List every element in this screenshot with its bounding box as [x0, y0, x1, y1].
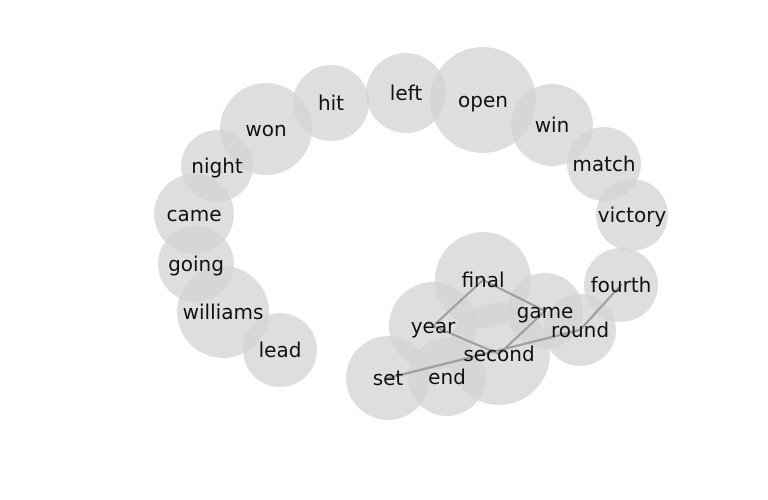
edges-layer: [386, 278, 623, 380]
word-label-win: win: [535, 113, 570, 137]
bubble-williams: [177, 266, 269, 358]
word-label-round: round: [551, 318, 609, 342]
word-label-open: open: [458, 88, 508, 112]
word-label-lead: lead: [259, 338, 302, 362]
bubble-lead: [243, 313, 317, 387]
word-label-going: going: [168, 252, 224, 276]
word-label-came: came: [166, 202, 221, 226]
word-label-hit: hit: [318, 91, 344, 115]
word-label-year: year: [411, 314, 456, 338]
word-label-game: game: [517, 299, 574, 323]
word-label-match: match: [572, 152, 635, 176]
edge-set-round: [386, 328, 582, 380]
word-label-left: left: [390, 81, 423, 105]
edge-final-game: [481, 278, 547, 313]
word-label-end: end: [428, 365, 466, 389]
word-label-williams: williams: [183, 300, 264, 324]
word-label-fourth: fourth: [591, 273, 652, 297]
word-label-night: night: [191, 154, 243, 178]
edge-year-second: [431, 324, 501, 356]
bubble-left: [366, 53, 446, 133]
word-label-victory: victory: [598, 203, 667, 227]
edge-round-fourth: [578, 283, 623, 332]
bubble-open: [430, 47, 536, 153]
word-label-final: final: [461, 268, 504, 292]
word-label-set: set: [373, 366, 404, 390]
bubble-hit: [293, 65, 369, 141]
edge-final-year: [431, 278, 485, 328]
word-label-won: won: [245, 117, 286, 141]
bubble-victory: [596, 179, 668, 251]
word-label-second: second: [463, 342, 534, 366]
edge-game-second: [497, 309, 547, 356]
